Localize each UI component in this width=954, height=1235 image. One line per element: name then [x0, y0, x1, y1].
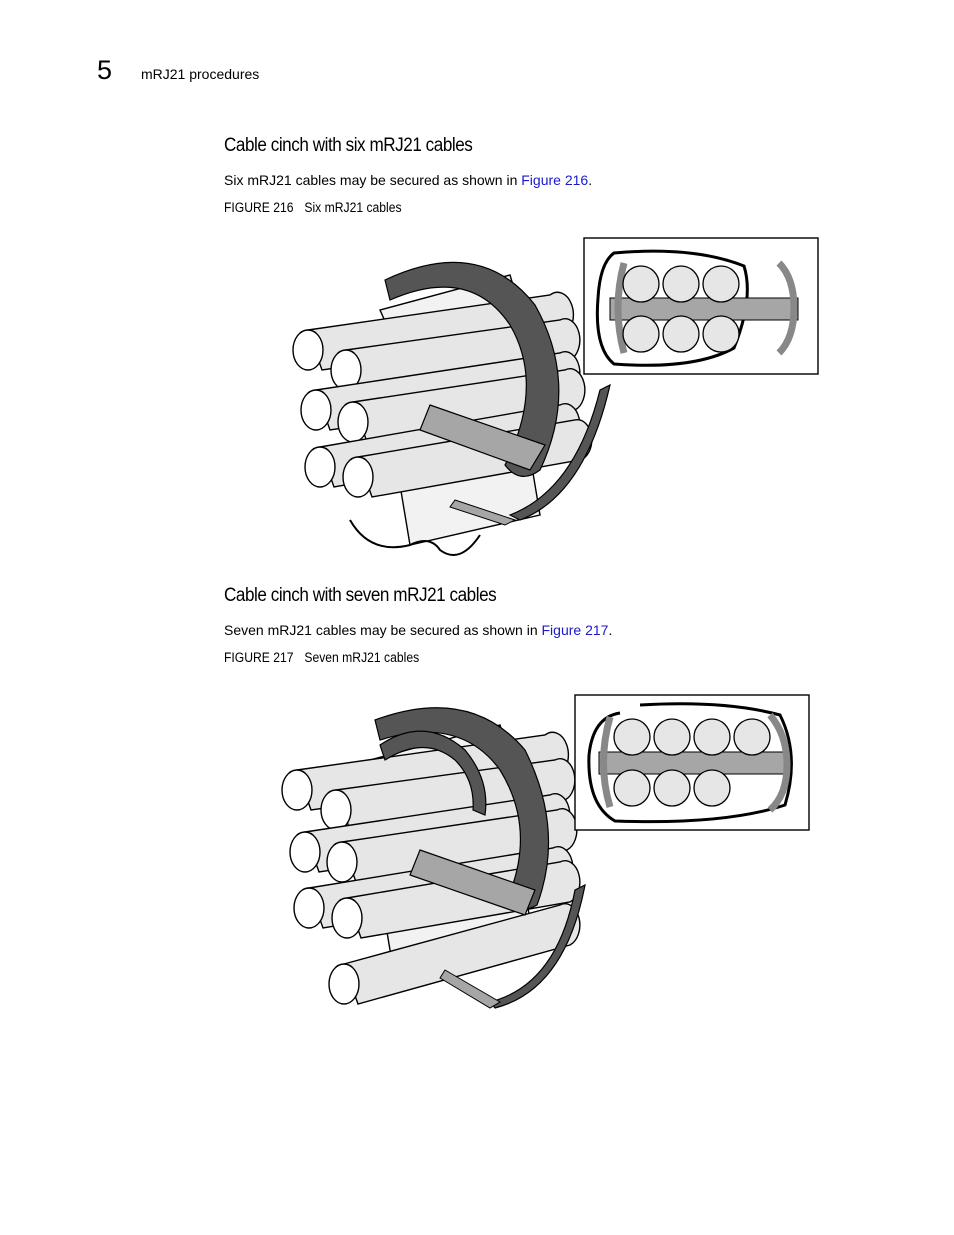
section-heading-seven-cables: Cable cinch with seven mRJ21 cables	[224, 585, 497, 606]
figure-217-link[interactable]: Figure 217	[541, 622, 609, 638]
six-cable-cinch-drawing	[292, 237, 819, 556]
chapter-number: 5	[97, 55, 113, 85]
figure-216-illustration	[280, 235, 825, 565]
figure-217-illustration	[275, 690, 815, 1015]
chapter-title: mRJ21 procedures	[141, 66, 260, 82]
figure-216-link[interactable]: Figure 216	[521, 172, 589, 188]
section-heading-six-cables: Cable cinch with six mRJ21 cables	[224, 135, 473, 156]
section-text-six-cables: Six mRJ21 cables may be secured as shown…	[224, 172, 593, 188]
seven-cable-cinch-drawing	[281, 694, 810, 1009]
section-text-seven-cables: Seven mRJ21 cables may be secured as sho…	[224, 622, 613, 638]
